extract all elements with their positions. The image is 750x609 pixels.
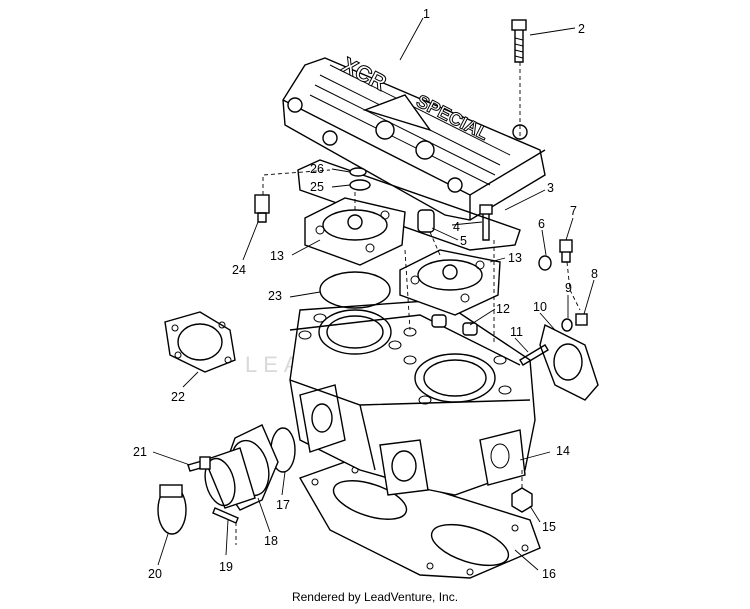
exhaust-stud: [519, 344, 549, 366]
callout-14: 14: [556, 444, 570, 458]
hose-clamp: [157, 484, 187, 535]
callout-25: 25: [310, 180, 324, 194]
head-bolt: [479, 204, 493, 241]
cylinder-o-ring: [319, 271, 391, 309]
callout-19: 19: [219, 560, 233, 574]
sealing-washer: [349, 179, 371, 191]
callout-13-left: 13: [270, 249, 284, 263]
callout-16: 16: [542, 567, 556, 581]
callout-3: 3: [547, 181, 554, 195]
spark-plug-cap: [349, 167, 367, 177]
callout-8: 8: [591, 267, 598, 281]
callout-9: 9: [565, 281, 572, 295]
exhaust-flange: [539, 323, 599, 401]
callout-26: 26: [310, 162, 324, 176]
callout-17: 17: [276, 498, 290, 512]
flange-nut: [575, 313, 588, 326]
render-credit: Rendered by LeadVenture, Inc.: [291, 590, 459, 604]
crankcase-nut: [511, 487, 533, 513]
head-o-ring: [297, 159, 521, 251]
water-plug: [431, 314, 478, 336]
stud-nut: [559, 239, 573, 263]
callout-13-right: 13: [508, 251, 522, 265]
coolant-fitting: [417, 209, 435, 233]
callout-12: 12: [496, 302, 510, 316]
callout-1: 1: [423, 7, 430, 21]
callout-22: 22: [171, 390, 185, 404]
temp-sensor: [254, 194, 270, 223]
callout-5: 5: [460, 234, 467, 248]
callout-18: 18: [264, 534, 278, 548]
callout-6: 6: [538, 217, 545, 231]
intake-adapter: [204, 424, 279, 511]
callout-23: 23: [268, 289, 282, 303]
callout-numbers: 1 2 3 4 5 6 7 8 9 10 11 12 13 13 14 15 1…: [133, 7, 598, 581]
adapter-screw: [212, 507, 239, 524]
head-insert-left: [304, 197, 406, 266]
callout-2: 2: [578, 22, 585, 36]
clamp-screw: [187, 456, 211, 472]
cylinder-block: [289, 299, 536, 496]
callout-10: 10: [533, 300, 547, 314]
callout-21: 21: [133, 445, 147, 459]
leader-lines: [152, 17, 595, 571]
callout-11: 11: [510, 325, 523, 339]
callout-24: 24: [232, 263, 246, 277]
lock-washer: [561, 318, 573, 332]
assembly-lines: [235, 62, 581, 545]
callout-4: 4: [453, 220, 460, 234]
callout-15: 15: [542, 520, 556, 534]
callout-20: 20: [148, 567, 162, 581]
washer: [538, 255, 552, 271]
exhaust-gasket: [164, 311, 236, 373]
head-insert-right: [399, 249, 501, 316]
callout-7: 7: [570, 204, 577, 218]
cover-bolt: [511, 19, 527, 63]
head-cover: XCR SPECIAL: [282, 52, 546, 221]
